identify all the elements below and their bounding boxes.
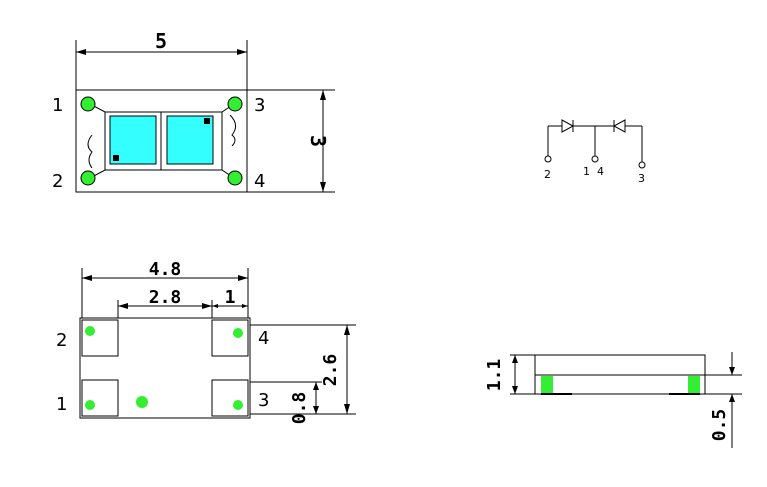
top-pin-3: 3 (254, 95, 265, 116)
schematic-pin-2: 2 (544, 168, 551, 181)
diode-left-icon (561, 119, 575, 133)
bottom-pad-2 (81, 319, 119, 357)
bottom-pad-height-label: 0.8 (289, 392, 310, 425)
schematic-pin-4: 4 (597, 165, 604, 178)
bottom-pad-1 (81, 379, 119, 417)
bottom-pin-2: 2 (56, 330, 67, 351)
top-view: 5 3 1 2 3 4 (52, 29, 335, 193)
bottom-pad-4 (211, 319, 249, 357)
bottom-pin-1: 1 (56, 394, 67, 415)
side-pad-right (688, 376, 700, 393)
pad-1 (80, 96, 96, 112)
chip-marker-left (113, 155, 119, 161)
side-base-height-label: 0.5 (709, 409, 730, 442)
chip-marker-right (204, 118, 210, 124)
diode-right-icon (612, 119, 626, 133)
top-pin-2: 2 (52, 171, 63, 192)
circuit-schematic: 2 1 4 3 (544, 119, 646, 185)
polarity-dot (136, 396, 148, 408)
bottom-pin-3: 3 (258, 390, 269, 411)
bottom-pad-width-label: 1 (225, 287, 236, 308)
bottom-pad-3 (211, 379, 249, 417)
bottom-inner-label: 2.8 (149, 287, 182, 308)
side-view: 1.1 0.5 (484, 352, 742, 448)
pad-3 (227, 96, 243, 112)
schematic-pin-1: 1 (583, 165, 590, 178)
schematic-pin-3: 3 (638, 172, 645, 185)
side-pad-left (541, 376, 553, 393)
pad-2 (80, 170, 96, 186)
bottom-width-label: 4.8 (149, 259, 182, 280)
top-width-label: 5 (155, 29, 167, 53)
top-pin-4: 4 (254, 171, 265, 192)
top-pin-1: 1 (52, 95, 63, 116)
top-height-label: 3 (306, 135, 330, 147)
pad-4 (227, 170, 243, 186)
bottom-height-label: 2.6 (320, 354, 341, 387)
bottom-view: 4.8 2.8 1 2.6 (56, 259, 356, 424)
side-total-height-label: 1.1 (484, 359, 505, 392)
bottom-pin-4: 4 (258, 328, 269, 349)
